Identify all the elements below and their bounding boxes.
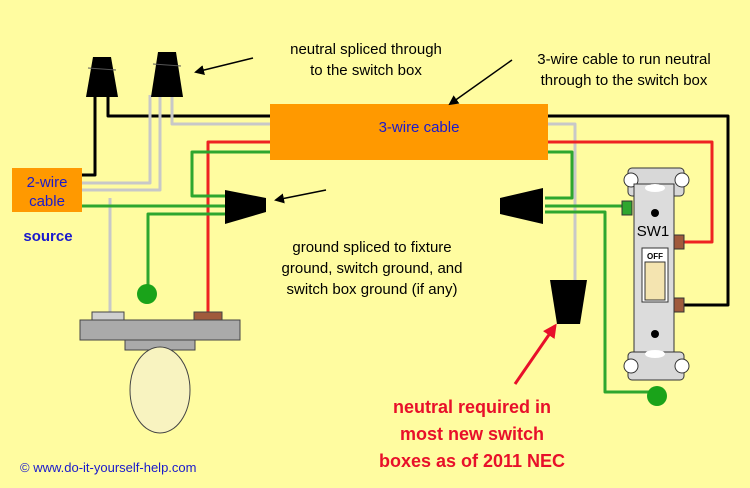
neutral-spliced-note-1: neutral spliced through [290,41,442,58]
switch-sw1: OFF [621,167,690,381]
switch-name-label: SW1 [637,223,670,240]
ground-wire-3wire-right [545,150,574,200]
neutral-wire-source-1 [82,95,152,185]
wire-nut-neutral [151,52,183,97]
three-wire-cable-label: 3-wire cable [379,119,460,136]
neutral-spliced-note-2: to the switch box [310,62,422,79]
wire-nut-ground-left [225,190,266,224]
neutral-required-note-2: most new switch [400,424,544,444]
neutral-required-note-3: boxes as of 2011 NEC [379,451,565,471]
switch-toggle-lever [644,261,666,301]
two-wire-cable-label-1: 2-wire [27,174,68,191]
neutral-required-note-1: neutral required in [393,397,551,417]
ground-note-1: ground spliced to fixture [292,239,451,256]
three-wire-note-arrow [448,59,513,106]
two-wire-cable-label-2: cable [29,193,65,210]
neutral-wire-source-2 [82,95,162,192]
neutral-wire-switchbox [170,95,577,282]
light-bulb [129,346,191,434]
three-wire-cable-sheath [270,104,548,160]
source-label: source [23,228,72,245]
switch-ground-terminal [647,386,667,406]
ground-wire-3wire-left [190,150,290,198]
wire-nut-hot [86,57,118,97]
hot-wire-to-switch [106,95,730,307]
ground-spliced-arrow [274,189,327,204]
wires [22,95,730,394]
three-wire-note-2: through to the switch box [541,72,708,89]
ground-wire-fixture [146,212,225,290]
ground-wire-switch [545,210,657,394]
hot-wire-source [22,95,97,177]
three-wire-note-1: 3-wire cable to run neutral [537,51,710,68]
neutral-spliced-arrow [194,57,254,75]
wire-nut-neutral-pigtail [550,280,587,324]
light-fixture [79,311,241,434]
copyright-notice: © www.do-it-yourself-help.com [20,460,196,475]
ground-note-2: ground, switch ground, and [282,260,463,277]
neutral-required-arrow [513,323,557,385]
switch-off-label: OFF [647,252,663,261]
ground-note-3: switch box ground (if any) [287,281,458,298]
wire-nut-ground-right [500,188,543,224]
fixture-ground-terminal [137,284,157,304]
two-wire-cable-sheath [12,168,82,212]
switched-red-wire [206,140,714,312]
